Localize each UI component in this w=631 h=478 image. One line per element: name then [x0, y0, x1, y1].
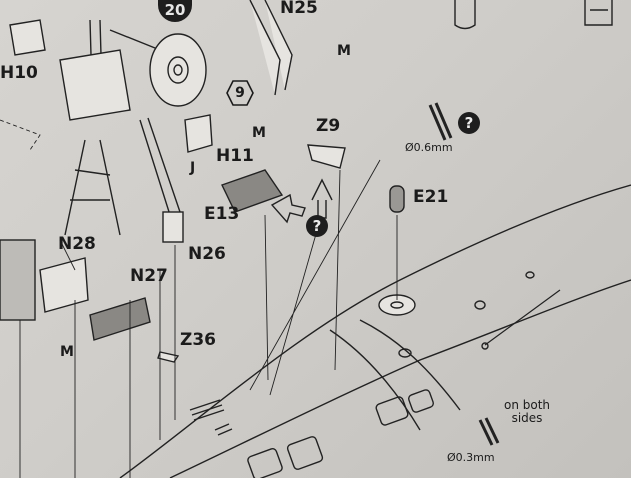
- label-m-h11: M: [252, 125, 266, 141]
- gear-leg-left: [64, 139, 121, 236]
- label-n25: N25: [280, 0, 318, 18]
- label-m-top: M: [337, 43, 351, 59]
- drill-bit-1: [428, 102, 453, 141]
- window-1: [375, 396, 409, 426]
- sub-step-label: 9: [235, 85, 245, 101]
- strut-n26: [139, 117, 181, 216]
- label-n28: N28: [58, 234, 96, 254]
- note-both-sides: on both sides: [503, 398, 551, 425]
- gear-leg-frame: [70, 169, 111, 201]
- question-icon-drill: ?: [458, 112, 480, 134]
- label-e13: E13: [204, 204, 240, 224]
- antenna-wire: [484, 289, 561, 346]
- vent-marks: [189, 399, 233, 436]
- label-m-left: M: [60, 344, 74, 360]
- label-z9: Z9: [316, 116, 341, 136]
- window-2: [408, 389, 434, 413]
- label-n27: N27: [130, 266, 168, 286]
- part-h11: [184, 114, 213, 153]
- part-h10: [9, 19, 46, 56]
- fitting-top-far-right: [584, 0, 613, 26]
- drill-bit-2: [478, 417, 500, 446]
- gear-body: [59, 49, 131, 121]
- window-4: [247, 448, 283, 478]
- question-icon-e13: ?: [306, 215, 328, 237]
- arrow-up: [311, 178, 333, 219]
- label-j: J: [190, 160, 196, 176]
- porthole-2: [474, 300, 486, 310]
- label-n26: N26: [188, 244, 226, 264]
- label-h11: H11: [216, 146, 254, 166]
- part-z9: [307, 144, 346, 169]
- leader-lines: [19, 159, 398, 478]
- fuselage-outline: [119, 184, 631, 478]
- arrow-left: [270, 193, 306, 224]
- dashed-guide: [0, 119, 41, 151]
- strut-n25: [249, 0, 293, 96]
- window-3: [286, 436, 324, 470]
- sub-step-outline: [226, 80, 254, 106]
- label-h10: H10: [0, 63, 38, 83]
- fitting-top-right: [454, 0, 476, 30]
- step-number-badge: 20: [158, 0, 192, 22]
- cabin-panel-left: [0, 239, 36, 321]
- part-n28: [39, 257, 89, 313]
- label-e21: E21: [413, 187, 449, 207]
- fuselage-lower-outline: [169, 279, 631, 478]
- part-e21: [389, 185, 405, 213]
- part-n26-block: [162, 211, 184, 243]
- label-z36: Z36: [180, 330, 216, 350]
- gear-link: [109, 29, 161, 51]
- fuselage-ridge-2: [359, 319, 461, 411]
- wheel: [149, 33, 207, 107]
- part-z36: [157, 351, 180, 363]
- part-n27: [89, 297, 151, 341]
- sub-step-marker: 9: [226, 80, 254, 106]
- part-e13: [221, 169, 284, 213]
- porthole-3: [525, 271, 535, 279]
- drill-size-03: Ø0.3mm: [447, 451, 495, 464]
- fuselage-ridge: [329, 329, 421, 431]
- porthole-1: [398, 348, 412, 358]
- drill-size-06: Ø0.6mm: [405, 141, 453, 154]
